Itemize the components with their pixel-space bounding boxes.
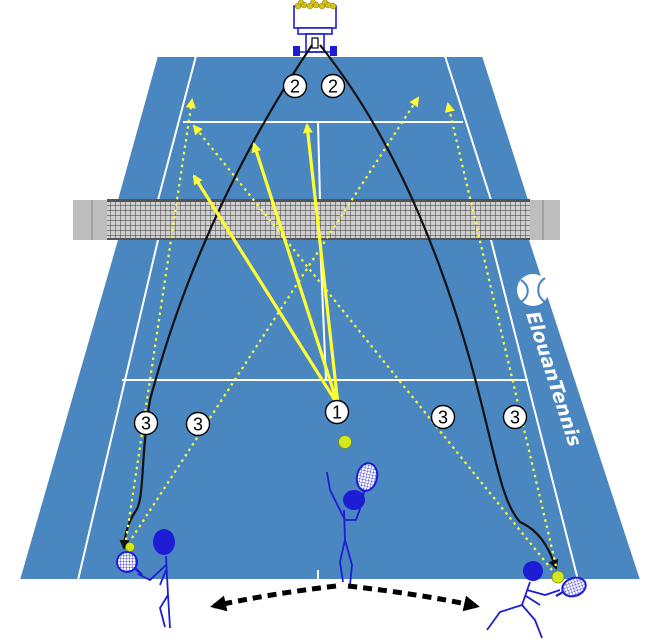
svg-text:3: 3 [141,414,151,434]
tennis-ball-icon [338,435,352,449]
svg-text:2: 2 [290,77,300,97]
shot-2-paths [119,44,559,570]
court-surface [20,56,640,580]
svg-text:3: 3 [193,415,203,435]
svg-text:3: 3 [438,408,448,428]
svg-text:2: 2 [328,77,338,97]
shot-marker-3-right: 3 [430,404,456,430]
movement-arrow [210,583,480,612]
svg-text:1: 1 [332,403,342,423]
player-icon [137,529,175,629]
tennis-ball-icon [125,542,135,552]
shot-marker-3-far-left: 3 [133,410,159,436]
player-icon [486,561,561,639]
shot-marker-3-left: 3 [185,411,211,437]
racket-icon [355,462,379,501]
player-icon [326,471,365,586]
tennis-ball-icon [517,274,549,306]
shot-1-paths [192,123,340,406]
ball-machine-icon [293,0,337,56]
racket-icon [555,576,587,598]
shot-3-paths [124,96,558,571]
shot-marker-1: 1 [324,399,350,425]
shot-marker-2-left: 2 [282,73,308,99]
tennis-ball-icon [551,570,565,584]
shot-marker-3-far-right: 3 [502,404,528,430]
svg-text:3: 3 [510,408,520,428]
racket-icon [116,551,143,576]
shot-marker-2-right: 2 [320,73,346,99]
